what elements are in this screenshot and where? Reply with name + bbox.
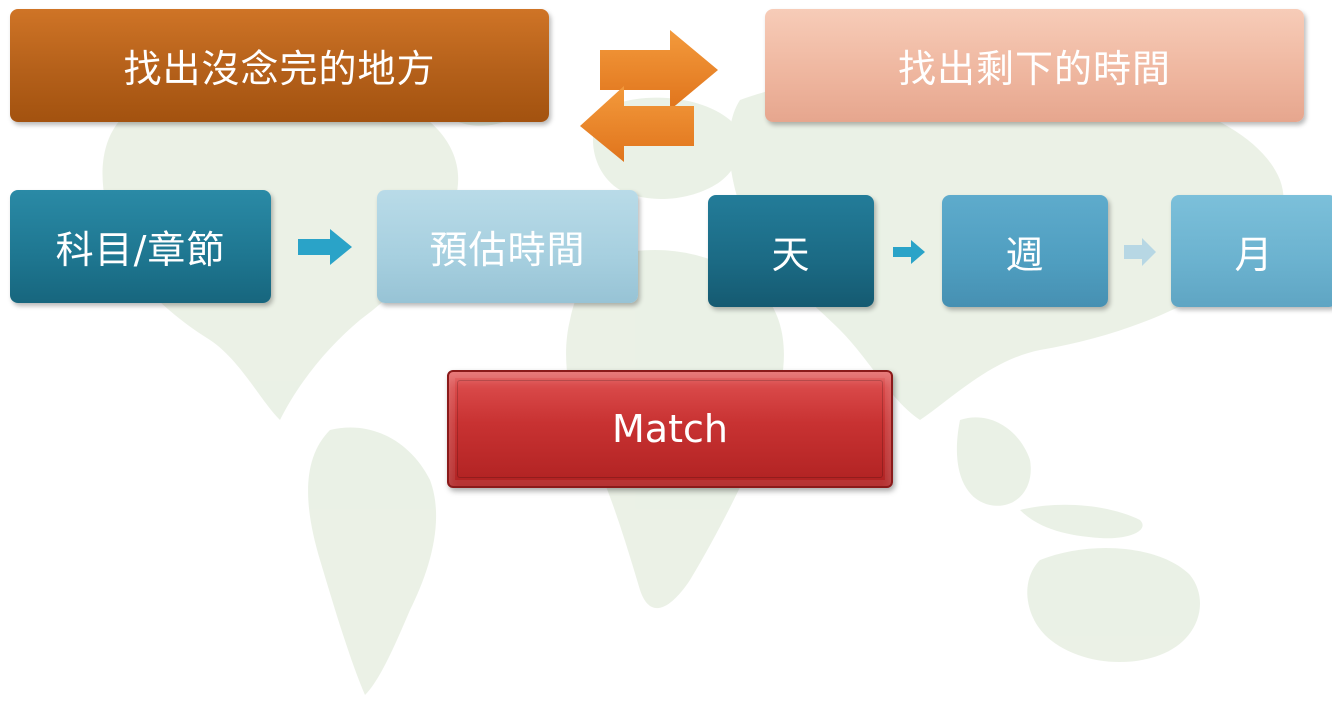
month-box[interactable]: 月 xyxy=(1171,195,1332,307)
match-label: Match xyxy=(612,407,728,451)
australia-shape xyxy=(1027,548,1200,663)
day-box[interactable]: 天 xyxy=(708,195,874,307)
left-arrow-shape xyxy=(580,86,694,162)
unread-sections-box[interactable]: 找出沒念完的地方 xyxy=(10,9,549,122)
indochina-shape xyxy=(956,417,1031,506)
remaining-time-label: 找出剩下的時間 xyxy=(897,47,1171,91)
south-america-shape xyxy=(308,427,437,695)
match-button[interactable]: Match xyxy=(447,370,893,488)
week-box[interactable]: 週 xyxy=(942,195,1108,307)
subject-chapter-box[interactable]: 科目/章節 xyxy=(10,190,271,303)
north-america-shape xyxy=(102,81,459,420)
estimated-time-box[interactable]: 預估時間 xyxy=(377,190,638,303)
right-arrow-shape xyxy=(600,30,718,110)
indonesia-shape xyxy=(1020,504,1143,539)
subject-chapter-label: 科目/章節 xyxy=(55,228,226,272)
month-label: 月 xyxy=(1234,232,1274,277)
remaining-time-box[interactable]: 找出剩下的時間 xyxy=(765,9,1304,122)
week-to-month-arrow-icon xyxy=(1124,238,1156,266)
estimated-time-label: 預估時間 xyxy=(429,228,586,272)
swap-arrows-icon xyxy=(580,30,718,162)
week-label: 週 xyxy=(1005,232,1045,277)
day-to-week-arrow-icon xyxy=(893,240,925,264)
day-label: 天 xyxy=(771,232,811,277)
subject-to-estimate-arrow-icon xyxy=(298,229,352,265)
unread-sections-label: 找出沒念完的地方 xyxy=(123,47,436,91)
